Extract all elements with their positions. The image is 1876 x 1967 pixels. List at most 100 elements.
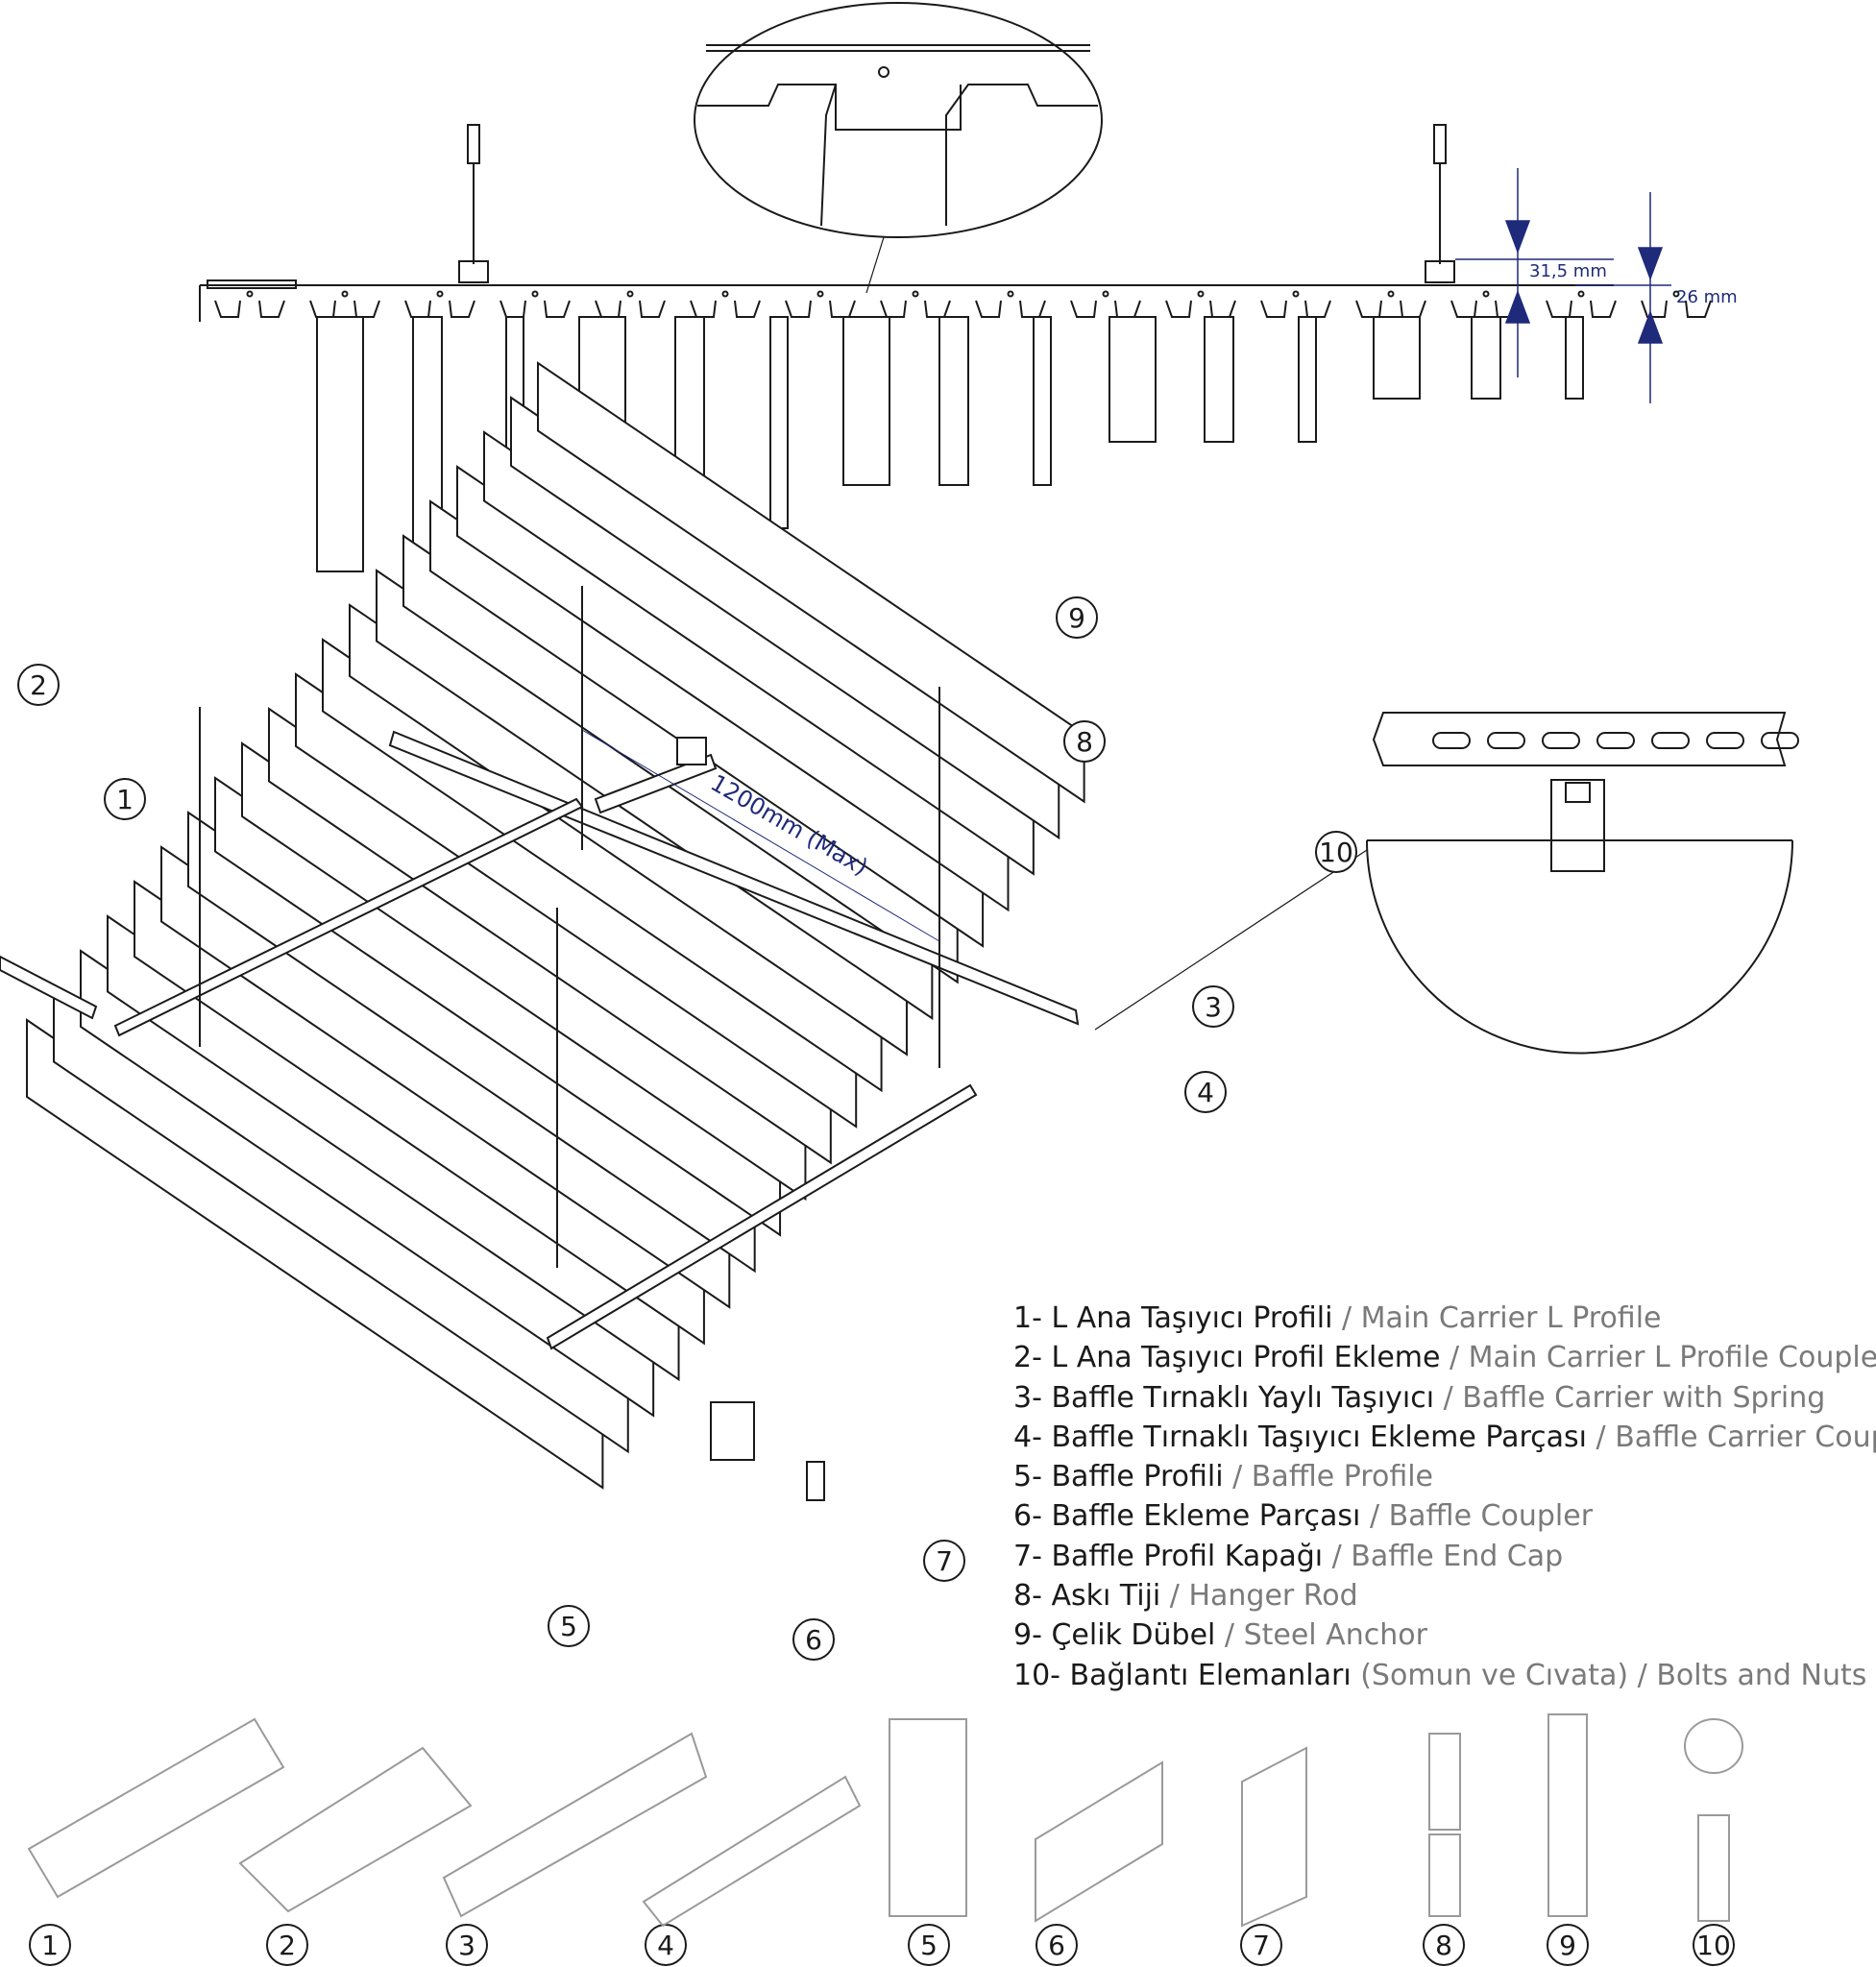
carrier-clip: [1355, 300, 1426, 318]
legend-item: 4- Baffle Tırnaklı Taşıyıcı Ekleme Parça…: [1013, 1418, 1876, 1457]
part-nut: [1684, 1718, 1743, 1774]
part-number: 10: [1696, 1930, 1731, 1961]
clip-hole: [721, 290, 729, 298]
clip-hole: [816, 290, 824, 298]
callout-number: 6: [805, 1624, 822, 1656]
legend-turkish: Baffle Profil Kapağı: [1051, 1539, 1324, 1573]
callout-circle: [104, 778, 146, 820]
clip-hole: [1672, 290, 1680, 298]
callout-circle: [1056, 596, 1098, 639]
legend-number: 5-: [1013, 1460, 1052, 1494]
legend-number: 4-: [1013, 1420, 1052, 1454]
part-number: 2: [279, 1930, 296, 1961]
section-hanger-left: [458, 124, 489, 283]
legend-turkish: Baffle Profili: [1051, 1460, 1224, 1494]
carrier-clip: [1165, 300, 1236, 318]
part-number-circle: [446, 1924, 488, 1966]
clip-hole: [1577, 290, 1585, 298]
span-dimension: [581, 729, 940, 942]
part-carrier-coupler: [238, 1746, 473, 1913]
fastener-detail-magnifier: [1094, 712, 1799, 1055]
section-baffle: [1033, 316, 1052, 486]
callout-circle: [792, 1618, 835, 1661]
section-baffle: [316, 316, 364, 572]
legend-number: 9-: [1013, 1618, 1052, 1653]
section-baffle: [1204, 316, 1234, 443]
section-view: [199, 124, 1712, 572]
part-number-circle: [1035, 1924, 1078, 1966]
part-end-cap: [1241, 1746, 1307, 1928]
carrier-clip: [595, 300, 666, 318]
part-number-circle: [1240, 1924, 1282, 1966]
legend-turkish: Askı Tiji: [1051, 1579, 1161, 1614]
isometric-view: [0, 361, 1085, 1501]
legend-separator: /: [1434, 1380, 1463, 1415]
carrier-clip: [880, 300, 951, 318]
part-number-circle: [29, 1924, 71, 1966]
legend-number: 8-: [1013, 1579, 1052, 1614]
part-hanger-rod-2: [1428, 1833, 1461, 1917]
dimension-marks: [1455, 168, 1671, 403]
callout-circle: [1063, 720, 1106, 763]
legend-item: 7- Baffle Profil Kapağı / Baffle End Cap: [1013, 1537, 1873, 1576]
legend-item: 5- Baffle Profili / Baffle Profile: [1013, 1457, 1873, 1496]
legend-item: 3- Baffle Tırnaklı Yaylı Taşıyıcı / Baff…: [1013, 1378, 1873, 1418]
carrier-slot: [1487, 732, 1525, 749]
section-baffle: [1373, 316, 1421, 400]
legend-number: 7-: [1013, 1539, 1052, 1573]
clip-hole: [531, 290, 539, 298]
part-steel-anchor: [1547, 1713, 1588, 1917]
carrier-clip: [1070, 300, 1141, 318]
legend-english: Baffle Carrier Coupler: [1615, 1420, 1876, 1454]
part-number-circle: [908, 1924, 950, 1966]
legend-turkish: L Ana Taşıyıcı Profil Ekleme: [1051, 1341, 1441, 1375]
carrier-clip: [214, 300, 285, 318]
legend-english: Baffle Carrier with Spring: [1462, 1380, 1826, 1415]
legend-item: 9- Çelik Dübel / Steel Anchor: [1013, 1615, 1873, 1655]
part-carrier-coupler-small: [642, 1775, 862, 1928]
part-number: 8: [1435, 1930, 1452, 1961]
section-baffle: [1471, 316, 1501, 400]
clip-hole: [1292, 290, 1300, 298]
legend-separator: /: [1332, 1301, 1361, 1335]
legend-turkish: Çelik Dübel: [1051, 1618, 1216, 1653]
legend-separator: /: [1440, 1341, 1469, 1375]
clip-hole: [1197, 290, 1205, 298]
legend-english: Baffle Coupler: [1388, 1499, 1594, 1534]
callout-number: 3: [1205, 991, 1222, 1023]
callout-number: 5: [560, 1611, 577, 1642]
section-baffle: [1109, 316, 1157, 443]
callout-circle: [548, 1605, 590, 1647]
carrier-clip: [1641, 300, 1712, 318]
legend-turkish: Baffle Tırnaklı Yaylı Taşıyıcı: [1051, 1380, 1435, 1415]
callout-number: 7: [936, 1545, 953, 1577]
legend-number: 1-: [1013, 1301, 1052, 1335]
legend-separator: /: [1628, 1658, 1657, 1692]
section-baffle: [842, 316, 890, 486]
part-number: 1: [41, 1930, 59, 1961]
legend-item: 2- L Ana Taşıyıcı Profil Ekleme / Main C…: [1013, 1338, 1876, 1377]
carrier-slot: [1542, 732, 1580, 749]
part-number-circle: [1547, 1924, 1589, 1966]
callout-circle: [1315, 831, 1357, 873]
clip-hole: [1102, 290, 1109, 298]
callout-number: 8: [1076, 726, 1093, 758]
section-baffle: [769, 316, 789, 529]
part-baffle-coupler: [1035, 1761, 1163, 1923]
carrier-clip: [975, 300, 1046, 318]
legend-item: 8- Askı Tiji / Hanger Rod: [1013, 1576, 1873, 1615]
legend-turkish: L Ana Taşıyıcı Profili: [1051, 1301, 1333, 1335]
part-number: 9: [1559, 1930, 1576, 1961]
callout-circle: [1184, 1071, 1227, 1113]
part-number-circle: [1693, 1924, 1735, 1966]
callout-number: 9: [1068, 602, 1085, 634]
carrier-clip: [309, 300, 380, 318]
part-number-circle: [266, 1924, 308, 1966]
legend-turkish: Bağlantı Elemanları: [1069, 1658, 1352, 1692]
callout-circle: [923, 1540, 965, 1582]
dimension-31-5: 31,5 mm: [1529, 261, 1607, 281]
part-number: 5: [920, 1930, 938, 1961]
iso-baffle: [537, 361, 1085, 804]
